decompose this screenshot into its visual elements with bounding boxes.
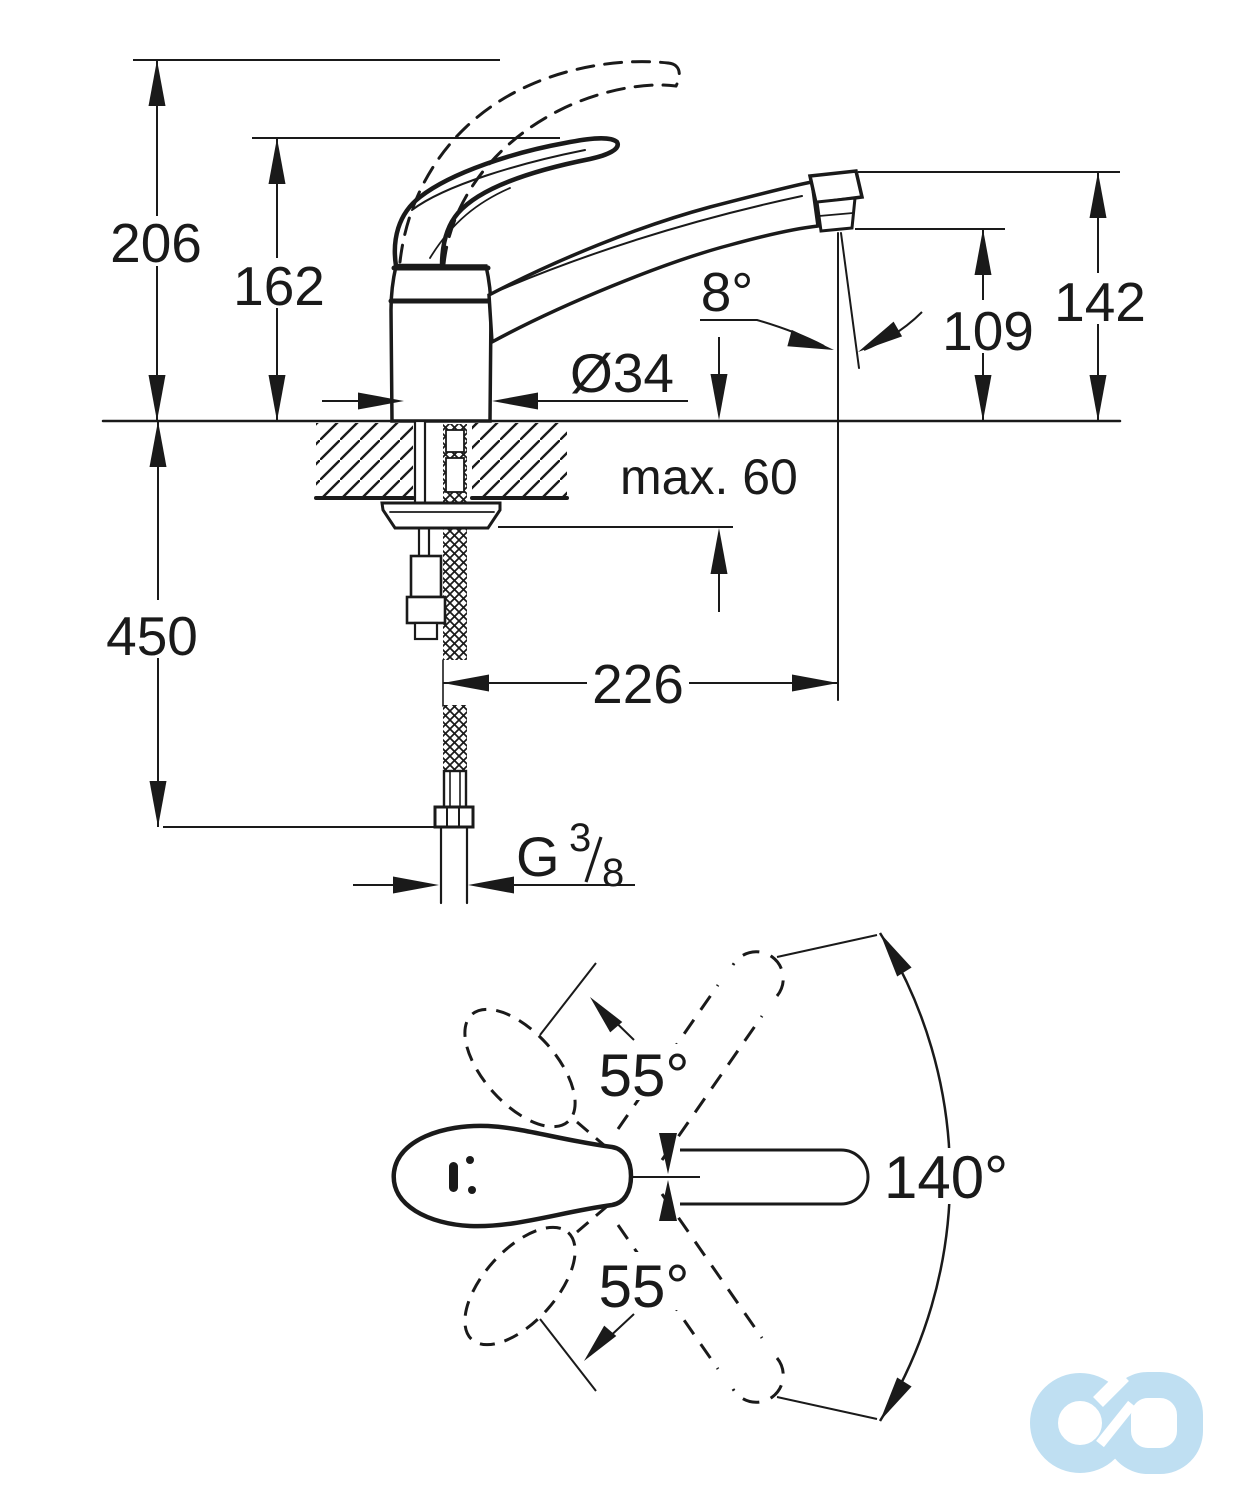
watermark-logo — [1030, 1371, 1203, 1474]
angle-140-label: 140° — [884, 1144, 1008, 1211]
dia-34-label: Ø34 — [570, 342, 674, 404]
max-60-label: max. 60 — [620, 449, 798, 505]
faucet-handle — [392, 136, 620, 269]
thread-denominator: 8 — [602, 851, 624, 895]
hose-nut — [433, 805, 475, 829]
mounting-flange — [380, 501, 502, 530]
thread-g: G — [516, 825, 560, 888]
angle-8-label: 8° — [701, 261, 754, 323]
handle-rotated-down-dashed — [463, 1225, 577, 1347]
mounting-nut — [409, 554, 443, 599]
angle-55-top-label: 55° — [599, 1042, 690, 1109]
dimension-labels: 206 162 450 142 109 226 max. 60 Ø34 8° 5… — [106, 212, 1146, 1320]
spout-head — [807, 169, 865, 205]
top-view-swivel-diagram — [391, 932, 952, 1422]
thread-numerator: 3 — [569, 816, 591, 860]
dimension-arrowheads — [148, 60, 1107, 894]
handle-top-view — [391, 1123, 634, 1229]
thread-g38-label: G 3 8 — [516, 816, 624, 895]
counter-cross-section — [314, 423, 569, 500]
handle-raised-dashed — [398, 60, 681, 266]
angle-55-bottom-label: 55° — [599, 1253, 690, 1320]
hose-collar — [442, 769, 468, 809]
spray-angle-line — [840, 232, 860, 369]
dim-450-label: 450 — [106, 605, 198, 667]
dim-142-label: 142 — [1054, 271, 1146, 333]
faucet-body — [388, 264, 494, 423]
label-backgrounds — [102, 216, 1149, 1310]
supply-hose-lower — [443, 705, 467, 771]
dim-162-label: 162 — [233, 255, 325, 317]
handle-rotated-up-dashed — [463, 1007, 577, 1129]
handle-motion-arc — [429, 187, 511, 259]
spout-top-view — [680, 1148, 870, 1206]
mounting-hardware — [380, 419, 502, 905]
dim-226-label: 226 — [592, 653, 684, 715]
dim-206-label: 206 — [110, 212, 202, 274]
faucet-spout — [487, 169, 865, 345]
dim-109-label: 109 — [942, 300, 1034, 362]
side-view — [101, 60, 1122, 905]
